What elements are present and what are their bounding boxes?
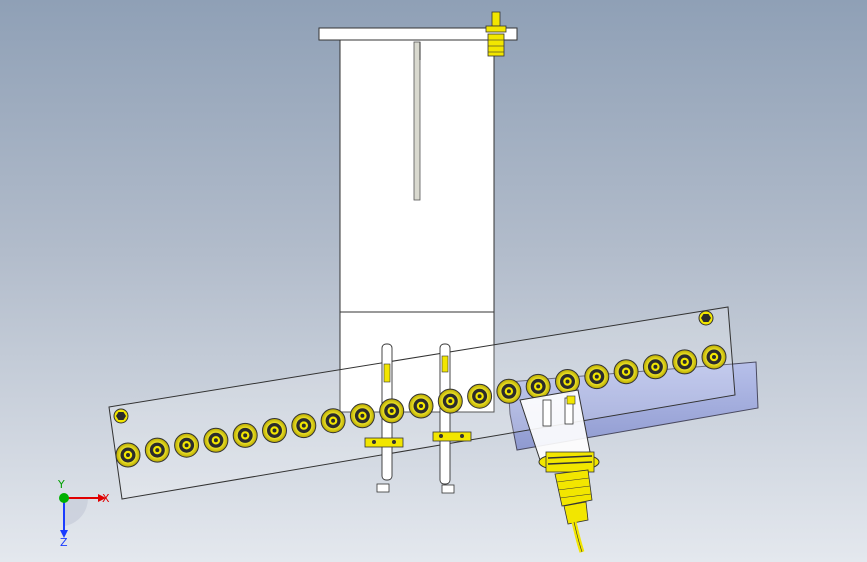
bearing [701, 344, 727, 370]
bearing [467, 383, 493, 409]
fork-sensor-assembly [519, 389, 600, 553]
coordinate-axis-triad-icon: X Y Z [40, 478, 120, 549]
bearing [613, 359, 639, 385]
bearing-row [115, 344, 727, 468]
axis-y-label: Y [57, 478, 65, 491]
bearing [262, 418, 287, 443]
bearing [291, 413, 317, 439]
bearing [144, 437, 170, 463]
bearing [320, 408, 346, 434]
bearing [232, 422, 258, 448]
guide-slot [413, 41, 421, 201]
bearing [584, 364, 610, 390]
corner-screw-left [113, 408, 129, 424]
axis-z-label: Z [60, 536, 68, 548]
axis-x-label: X [102, 492, 110, 505]
bearing [437, 388, 463, 414]
bearing [379, 398, 405, 424]
bearing [115, 442, 141, 468]
bearing [349, 403, 375, 429]
bearing [525, 373, 551, 399]
bearing [672, 349, 698, 375]
bearing [408, 393, 434, 419]
bearing [642, 354, 668, 380]
bearing [203, 427, 229, 453]
bearing [174, 432, 200, 458]
bearing [555, 369, 580, 394]
top-sensor-fitting [485, 11, 507, 57]
corner-screw-right [698, 310, 714, 326]
adjust-rod-right [432, 343, 472, 494]
bearing [496, 378, 522, 404]
